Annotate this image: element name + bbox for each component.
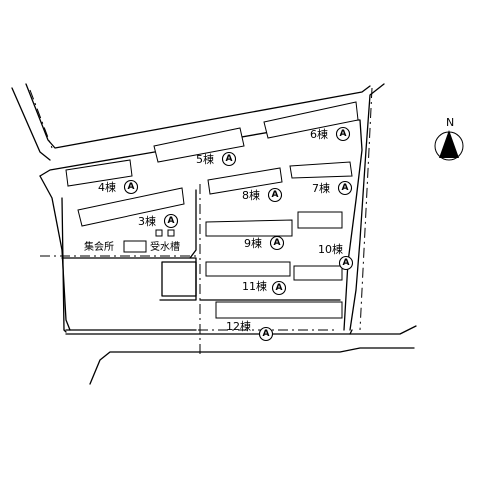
building-label-3: 3棟 A <box>138 213 179 229</box>
building-name: 9棟 <box>244 236 262 250</box>
building-name: 4棟 <box>98 180 116 194</box>
compass-label: N <box>446 116 454 129</box>
building-label-9: 9棟 A <box>244 235 285 251</box>
a-marker: A <box>276 283 283 293</box>
building-name: 5棟 <box>196 152 214 166</box>
a-marker: A <box>342 183 349 193</box>
building-label-12: 12棟 A <box>226 319 274 342</box>
building-name: 6棟 <box>310 127 328 141</box>
boundary-lines <box>29 87 373 356</box>
building-label-11: 11棟 A <box>242 279 287 296</box>
a-marker: A <box>226 154 233 164</box>
a-marker: A <box>168 216 175 226</box>
a-marker: A <box>272 190 279 200</box>
building-name: 7棟 <box>312 181 330 195</box>
building-name: 10棟 <box>318 242 343 256</box>
building-name: 12棟 <box>226 319 251 333</box>
building-name: 11棟 <box>242 279 267 293</box>
building-name: 8棟 <box>242 188 260 202</box>
roads <box>11 83 417 385</box>
building-label-8: 8棟 A <box>242 187 283 203</box>
meeting-hall-label: 集会所 <box>84 240 114 253</box>
water-tank-label: 受水槽 <box>150 240 180 253</box>
building-label-6: 6棟 A <box>310 126 351 142</box>
building-label-4: 4棟 A <box>98 179 139 195</box>
building-label-10: 10棟 A <box>318 242 354 271</box>
a-marker: A <box>274 238 281 248</box>
building-blocks <box>65 101 359 319</box>
building-name: 3棟 <box>138 214 156 228</box>
building-label-7: 7棟 A <box>312 180 353 196</box>
a-marker: A <box>128 182 135 192</box>
a-marker: A <box>343 258 350 268</box>
a-marker: A <box>263 329 270 339</box>
north-arrow-icon: N <box>434 116 464 161</box>
a-marker: A <box>340 129 347 139</box>
building-label-5: 5棟 A <box>196 151 237 167</box>
